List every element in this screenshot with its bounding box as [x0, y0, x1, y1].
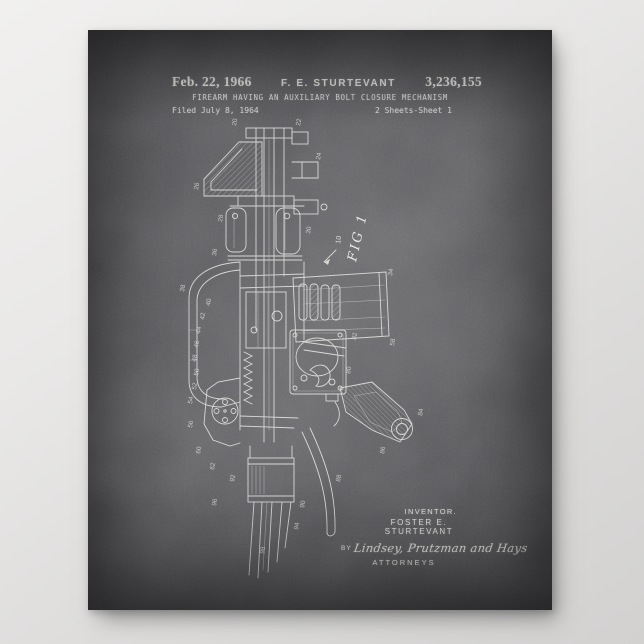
reference-numeral: 40 [205, 298, 213, 307]
reference-numeral: 24 [315, 152, 323, 161]
by-label: BY [341, 545, 352, 552]
reference-numeral: 80 [345, 366, 353, 375]
reference-numeral: 82 [351, 332, 359, 341]
cartridge [320, 284, 330, 321]
magazine-group [292, 271, 390, 357]
reference-numeral: 38 [179, 284, 187, 293]
reference-numeral: 90 [299, 500, 307, 509]
reference-numerals: 20 22 24 26 28 30 34 36 38 40 42 44 46 48 50 52 54 56 58 60… [179, 118, 425, 555]
reference-numeral: 62 [209, 462, 217, 471]
attorney-signature: Lindsey, Prutzman and Hays [352, 541, 529, 555]
cartridge [331, 284, 341, 321]
reference-numeral: 26 [193, 182, 201, 191]
reference-numeral: 20 [231, 118, 239, 127]
recoil-spring [242, 351, 254, 405]
reference-numeral: 92 [229, 474, 237, 483]
lower-receiver-group [203, 329, 347, 447]
patent-inventor-name: F. E. STURTEVANT [281, 78, 396, 89]
reference-numeral: 94 [293, 522, 301, 531]
reference-numeral: 86 [379, 446, 387, 455]
reference-numeral: 42 [199, 312, 207, 321]
figure-leader-number: 10 [335, 235, 343, 244]
reference-numeral: 50 [193, 368, 201, 377]
inventor-block: INVENTOR. FOSTER E. STURTEVANT BYLindsey… [341, 507, 528, 567]
patent-poster: FIG 1 10 20 22 24 26 28 30 34 36 38 40 42 44 46 48 50 5… [88, 30, 552, 610]
hammer [309, 364, 331, 387]
upper-assembly-group [203, 127, 328, 443]
reference-numeral: 22 [295, 118, 303, 127]
grip-ring [391, 418, 413, 440]
reference-numeral: 96 [211, 498, 219, 507]
figure-label: FIG 1 [345, 211, 371, 264]
reference-numeral: 54 [187, 396, 195, 405]
reference-numeral: 58 [389, 338, 397, 347]
carry-handle-group [188, 261, 241, 408]
buttstock-group [247, 445, 295, 579]
cartridge [309, 283, 319, 321]
patent-header: Feb. 22, 1966 F. E. STURTEVANT 3,236,155… [88, 74, 552, 115]
reference-numeral: 44 [195, 326, 203, 335]
reference-numeral: 48 [191, 354, 199, 363]
patent-filed-date: Filed July 8, 1964 [172, 106, 259, 115]
reference-numeral: 56 [187, 420, 195, 429]
handguard-group [225, 207, 303, 261]
reference-numeral: 28 [217, 214, 225, 223]
reference-numeral: 34 [387, 268, 395, 277]
attorneys-label: ATTORNEYS [372, 558, 436, 567]
patent-number: 3,236,155 [425, 74, 482, 89]
trigger-guard-group [301, 427, 336, 537]
reference-numeral: 98 [259, 546, 267, 555]
reference-numeral: 30 [305, 226, 313, 235]
takedown-pin [211, 397, 239, 425]
reference-numeral: 52 [191, 382, 199, 391]
cartridge [298, 283, 308, 321]
reference-numeral: 46 [193, 340, 201, 349]
figure-leader-arrow [323, 249, 337, 265]
inventor-caption: INVENTOR. [404, 507, 457, 516]
reference-numeral: 84 [417, 408, 425, 417]
reference-numeral: 36 [211, 248, 219, 257]
receiver-internals-group [239, 261, 305, 431]
reference-numeral: 88 [335, 474, 343, 483]
patent-date: Feb. 22, 1966 [172, 74, 252, 89]
trigger [333, 401, 340, 427]
reference-numeral: 60 [195, 446, 203, 455]
patent-title: FIREARM HAVING AN AUXILIARY BOLT CLOSURE… [192, 93, 448, 102]
patent-sheet-info: 2 Sheets-Sheet 1 [374, 106, 452, 115]
pistol-grip-group [339, 381, 413, 443]
patent-drawing-firearm: FIG 1 10 20 22 24 26 28 30 34 36 38 40 42 44 46 48 50 5… [179, 118, 425, 579]
inventor-full-name: FOSTER E. STURTEVANT [384, 518, 454, 536]
